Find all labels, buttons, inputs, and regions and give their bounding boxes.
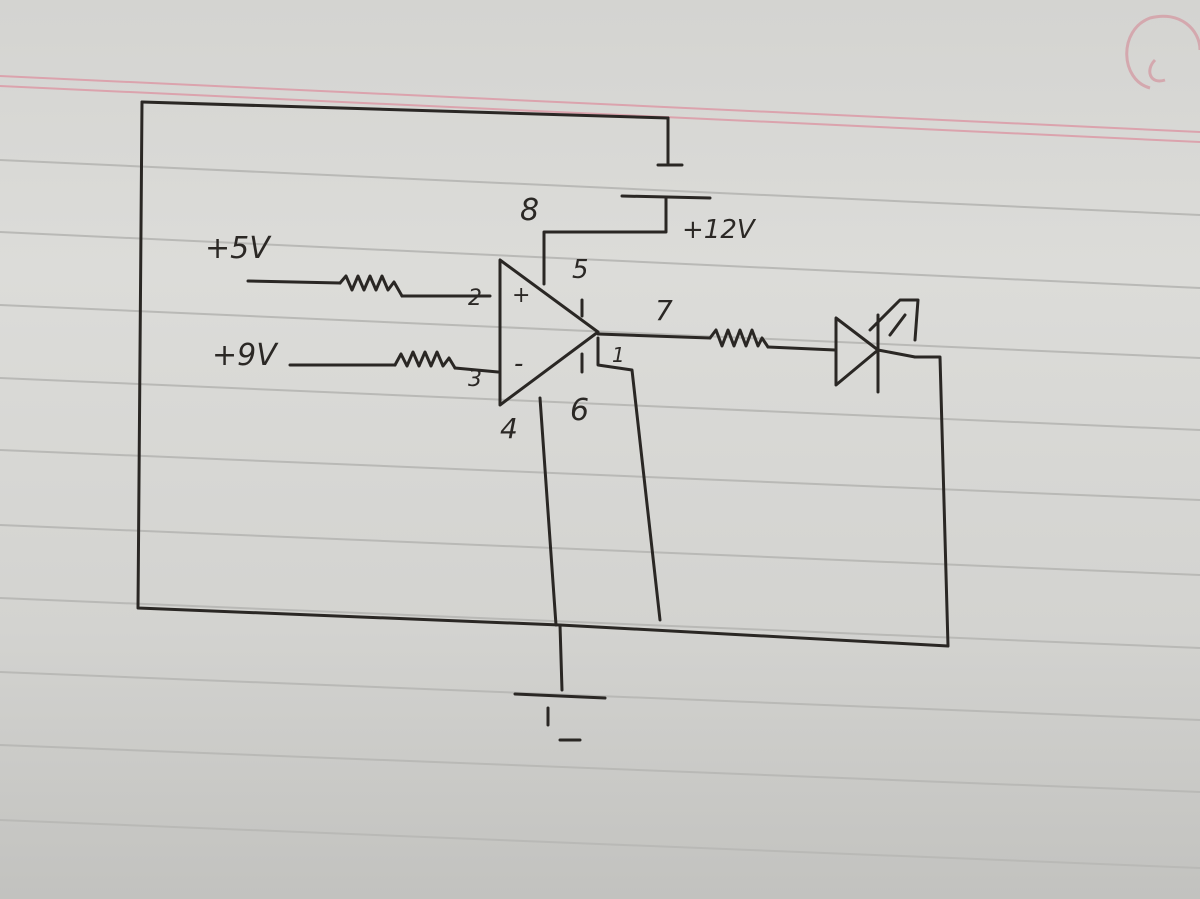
ground-symbol [513, 692, 607, 742]
opamp-triangle [498, 258, 600, 407]
input-plus-9v-label: +9V [212, 338, 279, 373]
battery-symbol [620, 116, 712, 200]
pin-4-label: 4 [500, 412, 518, 445]
input-plus-5v-label: +5V [205, 231, 272, 266]
pin-6-label: 6 [570, 393, 589, 428]
pin-5-label: 5 [572, 255, 589, 285]
notebook-logo-icon [1125, 14, 1200, 90]
ruled-lines [0, 159, 1200, 869]
pin-1-label: 1 [612, 343, 625, 367]
resistor-minus-input [393, 350, 457, 370]
led-symbol [834, 298, 920, 394]
pin-8-label: 8 [520, 193, 539, 228]
margin-lines [0, 75, 1200, 143]
circuit-wires [136, 100, 950, 692]
pin-3-label: 3 [468, 367, 482, 392]
pin-2-label: 2 [468, 286, 482, 311]
pin-7-label: 7 [655, 294, 673, 327]
resistor-output [708, 328, 770, 349]
resistor-plus-input [338, 274, 404, 298]
opamp-minus-sign: - [514, 349, 523, 379]
opamp-plus-sign: + [512, 283, 530, 308]
supply-12v-label: +12V [682, 215, 757, 245]
